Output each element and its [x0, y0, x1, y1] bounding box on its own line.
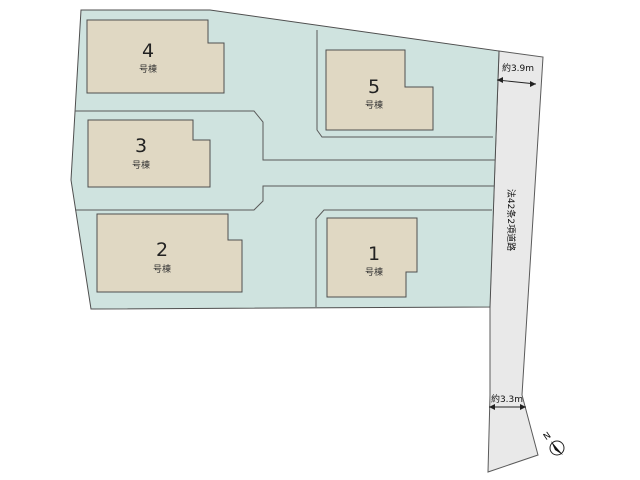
lot-line — [316, 30, 493, 138]
lot-unit: 号棟 — [365, 266, 383, 278]
building-2 — [96, 213, 243, 293]
building-4 — [86, 19, 225, 94]
lot-unit: 号棟 — [153, 263, 171, 275]
lot-number: 1 — [368, 243, 380, 265]
compass-north-label: N — [542, 431, 553, 443]
arrow-icon — [489, 404, 495, 410]
road-label: 法42条2項道路 — [505, 189, 517, 251]
arrow-icon — [520, 404, 526, 410]
lot-line — [75, 185, 494, 211]
road — [487, 50, 544, 473]
lot-line — [75, 110, 495, 161]
arrow-icon — [530, 81, 536, 87]
building-5 — [325, 49, 434, 131]
lot-unit: 号棟 — [132, 159, 150, 171]
dimension-line — [496, 79, 537, 85]
lot-number: 5 — [368, 76, 380, 98]
building-1 — [326, 217, 418, 298]
lot-number: 4 — [142, 40, 154, 62]
compass-icon: N — [542, 431, 565, 456]
lot-number: 3 — [135, 135, 147, 157]
lot-number: 2 — [156, 239, 168, 261]
lot-unit: 号棟 — [365, 99, 383, 111]
road-width-bottom: 約3.3m — [491, 393, 523, 405]
road-width-top: 約3.9m — [502, 62, 534, 74]
arrow-icon — [497, 77, 503, 83]
lot-line — [315, 209, 492, 307]
lot-unit: 号棟 — [139, 63, 157, 75]
building-3 — [87, 119, 211, 188]
